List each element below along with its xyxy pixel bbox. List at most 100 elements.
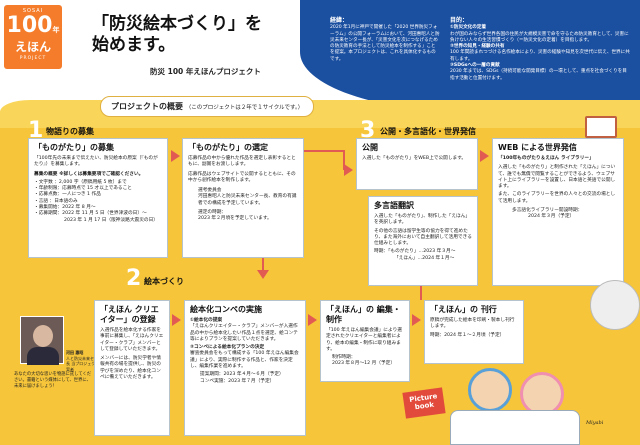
card-body: その他の言語は留学生等の協力を得て進めたり、また海外において自主翻訳して活用でき… — [374, 228, 472, 247]
card-title: 絵本化コンペの実施 — [190, 305, 262, 314]
card-date-label: 制作時期： — [332, 355, 356, 361]
card-date-text: 2024 年３月（予定） — [528, 214, 575, 220]
card-body: 入選した「ものがたり」、制作した「えほん」を英訳します。 — [374, 214, 471, 226]
purpose-item: 2030 年までは、SDGs（持続可能な開発目標）の一環として、重点を社会づくり… — [450, 69, 627, 81]
title-line-2: 始めます。 — [92, 35, 176, 55]
card-jury-text: 河田惠昭人と防災未来センター長、教育の有識者での構成を予定しています。 — [198, 194, 297, 206]
purpose-item: ①防災文化の定着 — [450, 25, 487, 31]
connector-line — [420, 286, 422, 300]
card-row: 2023 年 1 月 17 日（阪神淡路大震災の日） — [64, 217, 158, 223]
header-blue-panel: 経緯： 2020 年1月に神戸で開催した「2020 世界防災フォーラム」の公開フ… — [300, 0, 640, 112]
open-book-icon — [450, 410, 580, 445]
card-date-label: 選定の時期： — [198, 210, 227, 216]
portrait-name-block: 河田 惠昭 人と防災未来センター 長 当プロジェクトの発案者 — [66, 350, 108, 372]
card-body: また、このライブラリーを世界の人々との交流の場として活用します。 — [498, 192, 616, 204]
connector-line — [343, 150, 345, 170]
section-3-title: 公開・多言語化・世界発信 — [380, 127, 476, 136]
title-line-1: 「防災絵本づくり」を — [92, 14, 262, 34]
card-jury-label: 選考委員会 — [198, 188, 222, 194]
logo-top-text: SOSAI — [22, 8, 44, 14]
card-row: ・応募点数：一人につき 1 作品 — [34, 192, 101, 198]
card-body: メンバーには、防災学者や情報共有の場を提供し、防災の学びを深めたり、絵本化コンペ… — [100, 356, 161, 381]
arrow-right-icon — [308, 314, 317, 326]
card-title: 「ものがたり」の募集 — [34, 143, 114, 152]
card-translation: 多言語翻訳 入選した「ものがたり」、制作した「えほん」を英訳します。 その他の言… — [368, 196, 478, 286]
portrait-role: 人と防災未来センター 長 当プロジェクトの発案者 — [66, 355, 108, 372]
background-title: 経緯： — [330, 17, 349, 24]
card-date: 時期：「ものがたり」…2023 年３月〜 — [374, 249, 456, 255]
arrow-right-icon — [172, 314, 181, 326]
background-text: 2020 年1月に神戸で開催した「2020 世界防災フォーラム」の公開フォーラム… — [330, 25, 440, 62]
card-date: 時期：2024 年１〜２月頃（予定） — [430, 332, 505, 338]
card-body: 入選した「ものがたり」をWEB上で公開します。 — [362, 156, 467, 161]
globe-icon — [590, 280, 640, 330]
card-body: 「100 年えほん編集会議」により選定されたクリエイターと編集者により、絵本の編… — [326, 328, 402, 352]
card-body: 「100年先の未来まで伝えたい、防災絵本の原案（『ものがたり』）を募集します。 — [34, 156, 158, 168]
card-row: ・募集開始：2022 年 8 月〜 — [34, 205, 96, 211]
card-web-distribution: WEB による世界発信 「100年ものがたり＆えほん ライブラリー」 入選した「… — [492, 138, 624, 286]
card-title: 「えほん クリエイター」の登録 — [100, 305, 159, 324]
signature: Miyabi — [586, 420, 604, 426]
logo-ehon: えほん — [14, 40, 51, 54]
card-item: 「えほんクリエイター・クラブ」メンバーが入選作品の中から絵本化したい作品１点を選… — [190, 324, 298, 342]
card-title: 「ものがたり」の選定 — [188, 143, 268, 152]
card-row: ・文字数 ：2,000 字（原稿用紙 5 枚）まで — [34, 179, 127, 185]
section-1-title: 物語りの募集 — [46, 127, 94, 136]
card-story-selection: 「ものがたり」の選定 応募作品の中から優れた作品を選定し表彰するとともに、副賞を… — [182, 138, 304, 258]
child-illustration-icon — [468, 368, 512, 412]
purpose-item: わが国のみならず世界各国の住民が大規模災害で命を守るため防災教育として、災害に負… — [450, 31, 629, 43]
card-item: 審査委員会をもって構成する「100 年えほん編集会議」により、実際に制作する作品… — [190, 351, 299, 370]
portrait-caption: あなたの大切な思いを物語に託してください。書籍という媒体にして、世界に、未来に届… — [14, 372, 92, 389]
purpose-item: ②世界の知見・経験の共有 — [450, 44, 505, 50]
purpose-block: 目的： ①防災文化の定着 わが国のみならず世界各国の住民が大規模災害で命を守るた… — [450, 17, 630, 82]
card-row: ・応募期間：2022 年 11 月 5 日（世界津波の日）〜 — [34, 211, 147, 217]
card-body: 応募作品はウェブサイトで公開するとともに、その中から創作絵本を制作します。 — [188, 171, 296, 183]
card-date: 「えほん」…2024 年１月〜 — [394, 255, 455, 261]
logo-bottom-text: PROJECT — [19, 56, 47, 61]
purpose-title: 目的： — [450, 17, 469, 24]
logo-nen: 年 — [52, 26, 60, 34]
card-body: 原稿が完成した絵本を印刷・製本し刊行します。 — [430, 318, 515, 330]
purpose-item: ③SDGsへの一層の貢献 — [450, 63, 500, 69]
card-title: 公開 — [362, 143, 378, 152]
suit-icon — [27, 347, 59, 365]
card-date-label: 多言語化ライブラリー開設時期： — [512, 208, 583, 214]
logo-num: 100 — [6, 13, 53, 38]
section-2-title: 絵本づくり — [144, 277, 184, 286]
picture-book-icon: Picture book — [402, 387, 446, 419]
card-body: 応募作品の中から優れた作品を選定し表彰するとともに、副賞をお渡しします。 — [188, 156, 296, 168]
card-item: ②コンペによる絵本化プランの決定 — [190, 345, 265, 351]
laptop-icon — [585, 116, 617, 138]
project-logo: SOSAI 100年 えほん PROJECT — [4, 5, 62, 69]
section-3-number: 3 — [360, 118, 376, 143]
page-title: 「防災絵本づくり」を 始めます。 — [92, 14, 262, 56]
card-title: 多言語翻訳 — [374, 201, 414, 210]
card-publication: 「えほん」の 刊行 原稿が完成した絵本を印刷・製本し刊行します。 時期：2024… — [424, 300, 524, 364]
card-item: 提案期間：2023 年４月〜６月（予定） — [200, 372, 284, 378]
overview-title-text: プロジェクトの概要 — [111, 102, 183, 111]
background-block: 経緯： 2020 年1月に神戸で開催した「2020 世界防災フォーラム」の公開フ… — [330, 17, 440, 63]
card-competition: 絵本化コンペの実施 ①絵本化の提案 「えほんクリエイター・クラブ」メンバーが入選… — [184, 300, 306, 436]
card-item: コンペ実施：2023 年７月（予定） — [200, 378, 275, 384]
section-1-number: 1 — [28, 118, 44, 143]
purpose-item: 100 年間読まれつづける名作絵本により、災害の経験や知見を次世代に伝え、世界に… — [450, 50, 630, 62]
card-detail: 募集の概要 ※詳しくは募集要項でご確認ください。 — [34, 171, 144, 177]
card-row: ・年齢制限：応募時点で 15 才以上であること — [34, 186, 132, 192]
card-title: 「えほん」の 編集・制作 — [326, 305, 401, 324]
card-creator-registration: 「えほん クリエイター」の登録 入選作品を絵本化する作家を事前に募集し、「えほん… — [94, 300, 170, 436]
card-body: 入選作品を絵本化する作家を事前に募集し、「えほんクリエイター・クラブ」メンバーと… — [100, 328, 164, 352]
overview-title: プロジェクトの概要 （このプロジェクトは２年で１サイクルです。） — [100, 96, 315, 117]
overview-note: （このプロジェクトは２年で１サイクルです。） — [185, 105, 304, 111]
arrow-right-icon — [344, 164, 353, 176]
face-icon — [33, 325, 53, 347]
arrow-down-icon — [257, 270, 269, 279]
arrow-right-icon — [480, 150, 489, 162]
arrow-right-icon — [412, 314, 421, 326]
logo-number: 100年 — [4, 15, 62, 41]
card-date-text: 2023 年２月頃を予定しています。 — [198, 216, 272, 222]
card-body: 入選した「ものがたり」と制作された「えほん」について、誰でも無償で閲覧することが… — [498, 165, 616, 190]
card-title: WEB による世界発信 — [498, 143, 577, 152]
card-editing: 「えほん」の 編集・制作 「100 年えほん編集会議」により選定されたクリエイタ… — [320, 300, 410, 382]
card-story-recruitment: 「ものがたり」の募集 「100年先の未来まで伝えたい、防災絵本の原案（『ものがた… — [28, 138, 168, 258]
